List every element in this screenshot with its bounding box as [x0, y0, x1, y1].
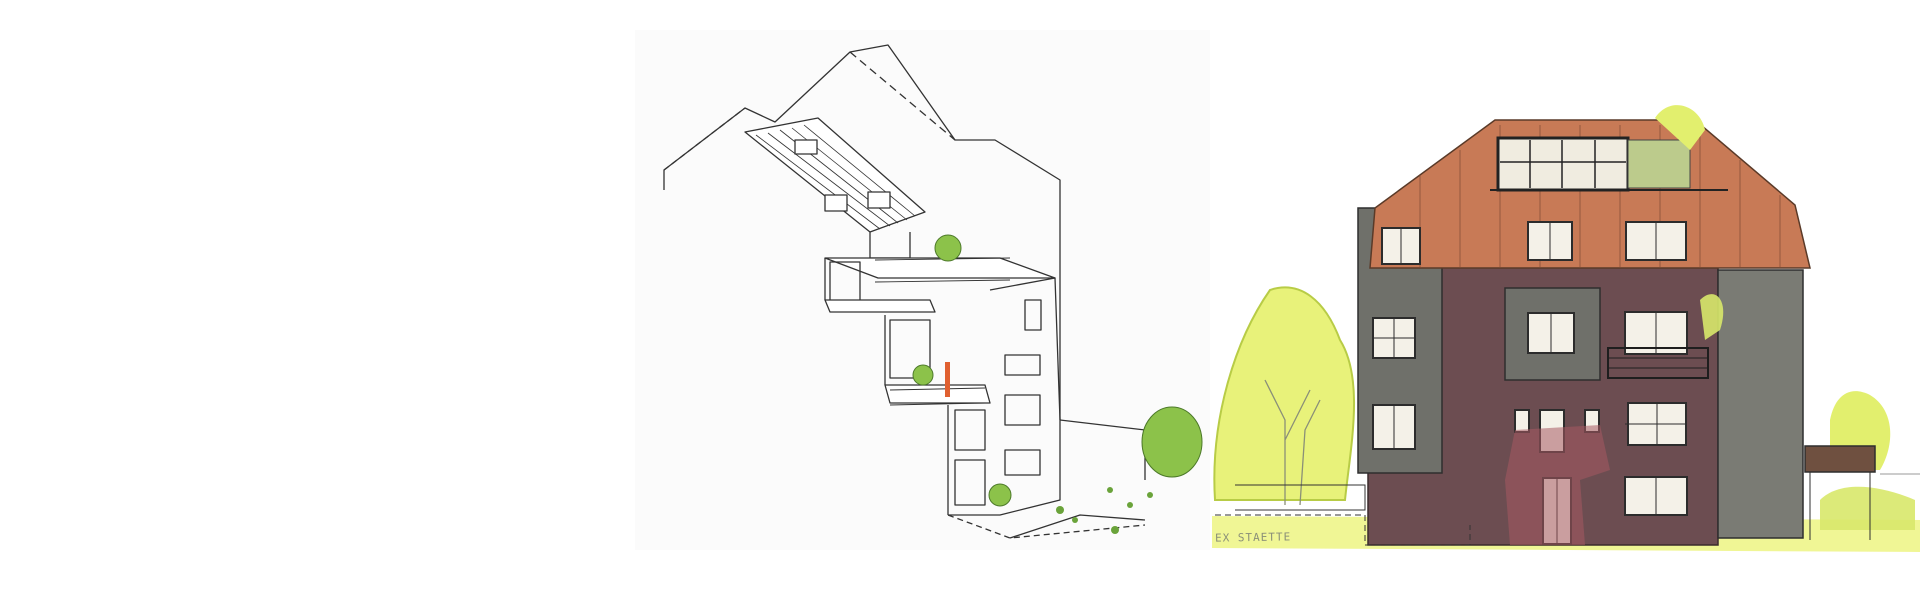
tree-accent — [1141, 406, 1203, 478]
tree-accent — [934, 234, 962, 262]
yellow-tree — [1213, 286, 1356, 501]
tree-accent — [912, 364, 934, 386]
facade-grey-right — [1717, 269, 1804, 539]
balcony-railing — [1607, 347, 1709, 379]
roof-dormer — [1496, 136, 1630, 192]
ground-caption: EX STAETTE — [1214, 530, 1292, 545]
tree-accent — [988, 483, 1012, 507]
